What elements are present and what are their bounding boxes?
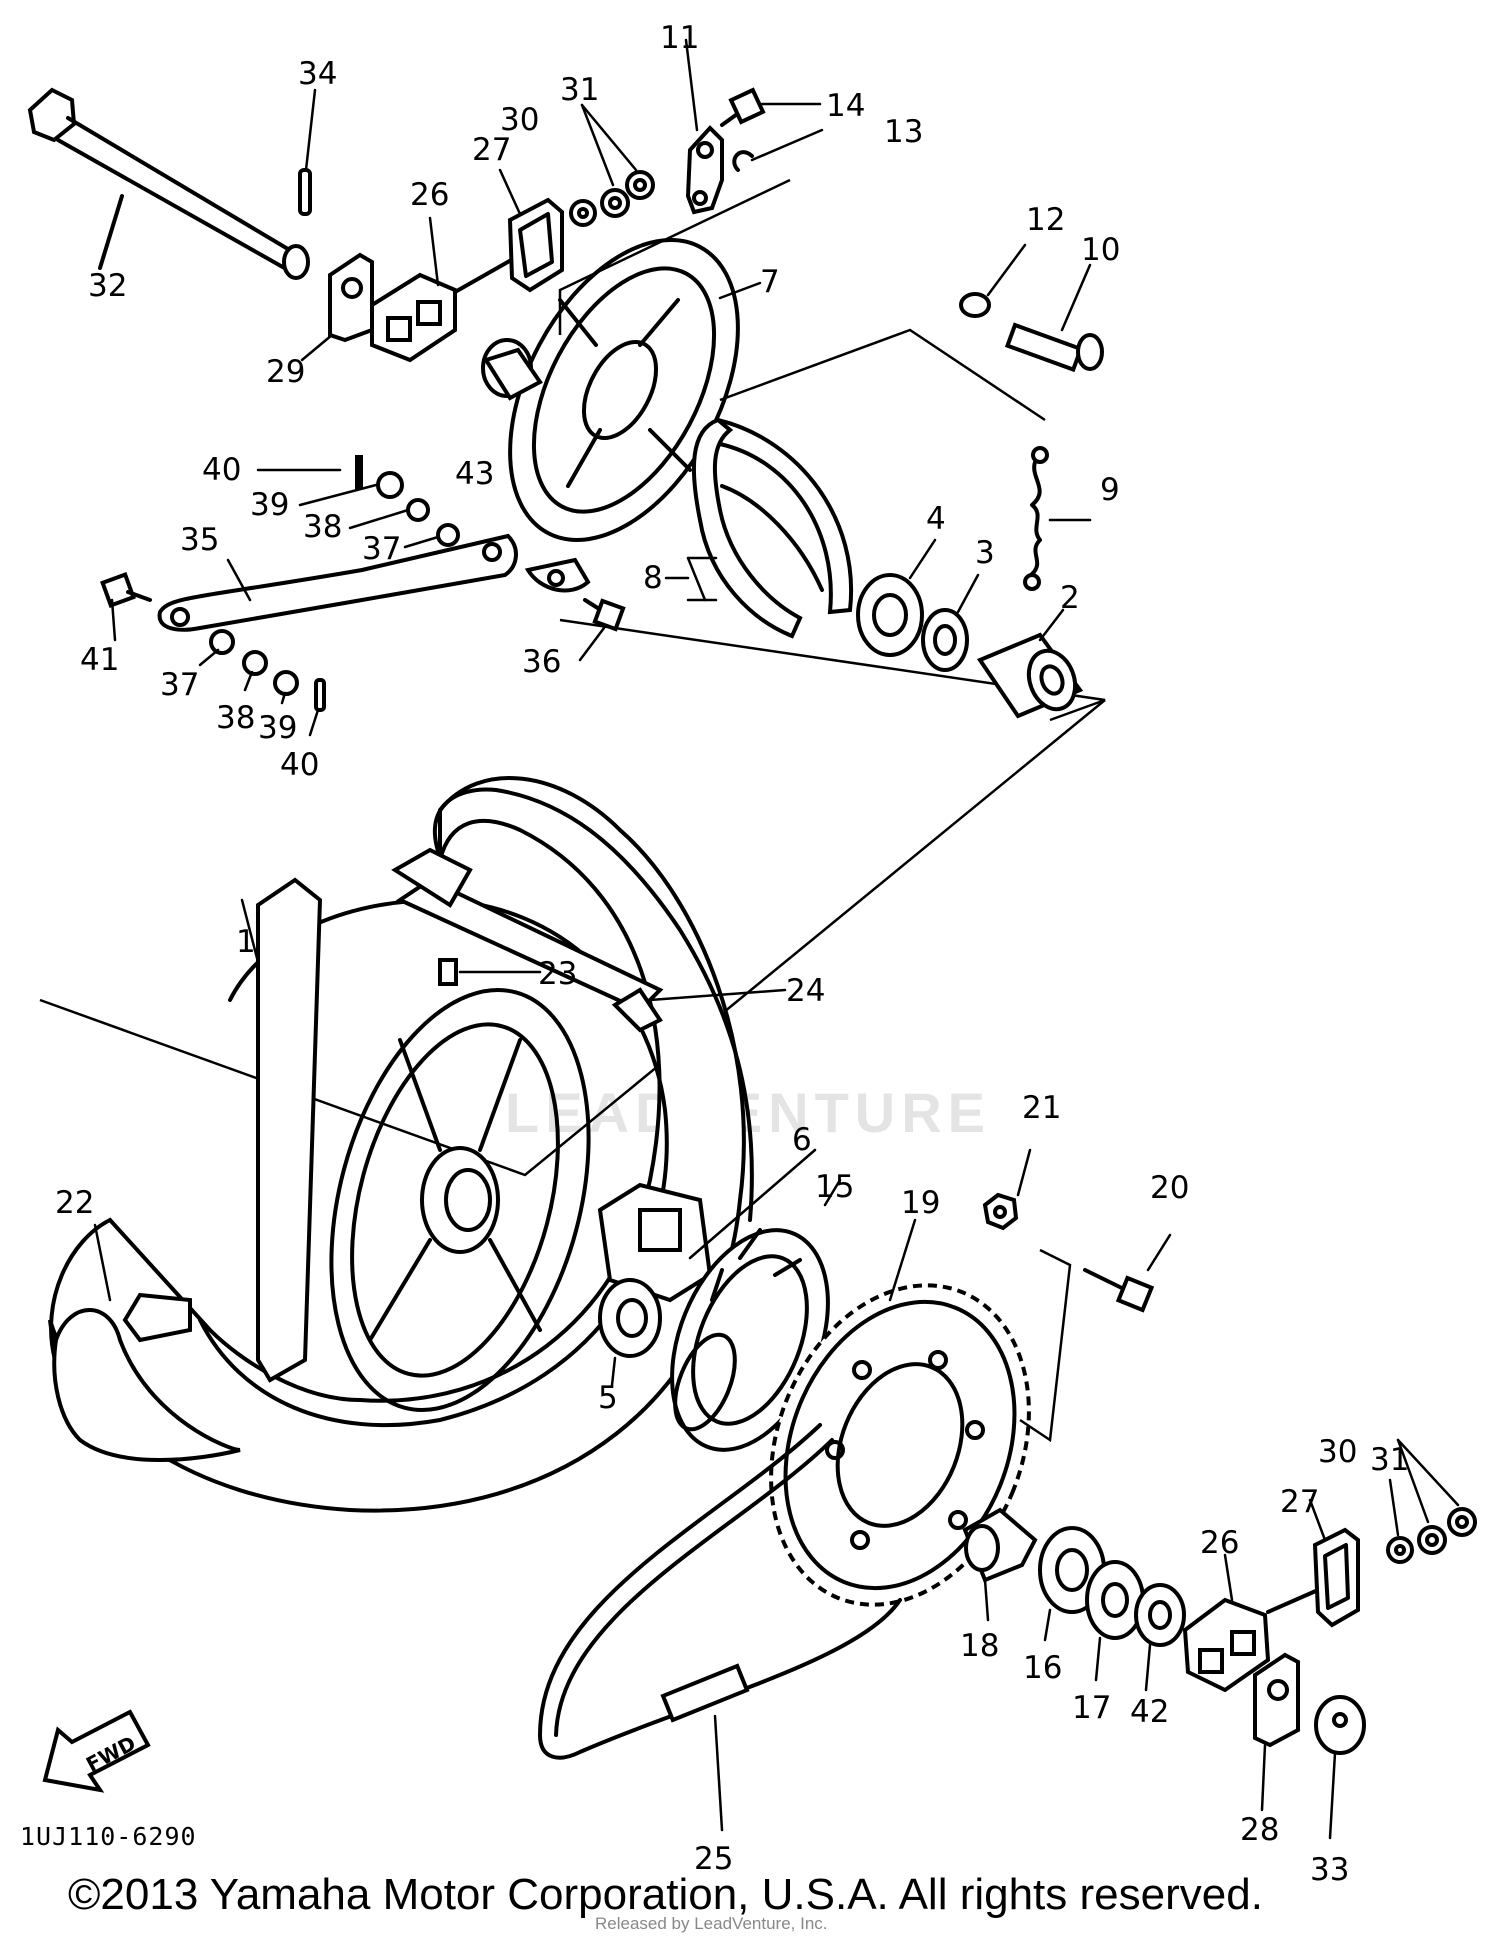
callout-4: 4 [926,501,946,537]
part-bearing-5 [598,1278,662,1387]
part-sprocket-bolt [1083,1233,1172,1313]
callout-39-lower: 39 [258,710,297,746]
callout-26-right: 26 [1200,1525,1239,1561]
callout-38-lower: 38 [216,700,255,736]
callout-12: 12 [1026,202,1065,238]
part-collar-top [976,608,1084,719]
part-brake-shoes [664,417,854,639]
part-brake-shoe-plate [508,238,762,593]
part-washer-nuts-right [1386,1438,1477,1564]
callout-39: 39 [250,487,289,523]
part-drive-chain [538,1423,902,1832]
part-brake-cam [481,338,543,401]
callout-7: 7 [760,264,780,300]
callout-11: 11 [660,20,699,56]
callout-13: 13 [884,114,923,150]
release-note: Released by LeadVenture, Inc. [595,1914,828,1933]
callout-33: 33 [1310,1852,1349,1888]
callout-10: 10 [1081,232,1120,268]
callout-1: 1 [236,924,256,960]
callout-28: 28 [1240,1812,1279,1848]
part-valve-washer [959,243,1104,373]
callout-19: 19 [901,1185,940,1221]
part-camshaft-lever [684,38,824,215]
part-chain-adjuster-right [1182,1553,1320,1693]
part-shoe-spring [1023,446,1092,591]
callout-31-right: 31 [1370,1442,1409,1478]
callout-21: 21 [1022,1090,1061,1126]
callout-30-right: 30 [1318,1434,1357,1470]
part-adjust-plate-right [1253,1652,1300,1812]
callout-43: 43 [455,456,494,492]
callout-6: 6 [792,1122,812,1158]
callout-25: 25 [694,1841,733,1877]
callout-37: 37 [362,531,401,567]
callout-36: 36 [522,644,561,680]
callout-23: 23 [538,956,577,992]
part-washer-nuts-left [569,103,655,227]
callout-40: 40 [202,452,241,488]
part-bolt-36 [578,598,626,662]
callout-8: 8 [643,560,663,596]
part-cap-33 [1314,1695,1366,1840]
callout-18: 18 [960,1628,999,1664]
part-tension-bar [100,455,518,737]
part-cast-wheel-tire [48,775,787,1513]
callout-2: 2 [1060,580,1080,616]
part-adjuster-cap-right [1308,1498,1360,1628]
callout-38: 38 [303,509,342,545]
callout-17: 17 [1072,1690,1111,1726]
callout-22: 22 [55,1185,94,1221]
callout-5: 5 [598,1380,618,1416]
callout-32: 32 [88,268,127,304]
callout-27: 27 [472,132,511,168]
callout-26: 26 [410,177,449,213]
callout-37-lower: 37 [160,667,199,703]
callout-16: 16 [1023,1650,1062,1686]
part-sprocket-nut [982,1148,1032,1231]
fwd-arrow-icon: FWD [42,1709,151,1793]
callout-20: 20 [1150,1170,1189,1206]
callout-3: 3 [975,535,995,571]
callout-31: 31 [560,72,599,108]
part-bearing-top [856,538,937,657]
part-driven-sprocket [769,1218,1031,1607]
callout-24: 24 [786,973,825,1009]
part-collar-42 [1134,1583,1186,1692]
diagram-ref-code: 1UJ110-6290 [20,1822,197,1851]
callout-42: 42 [1130,1694,1169,1730]
part-axle [27,87,310,280]
callout-29: 29 [266,354,305,390]
callout-15: 15 [815,1169,854,1205]
part-cotter-pin-top [298,88,317,216]
part-chain-adjuster-left [370,216,522,363]
copyright-notice: ©2013 Yamaha Motor Corporation, U.S.A. A… [68,1870,1263,1919]
callout-14: 14 [826,88,865,124]
part-adjust-plate-left [300,252,374,362]
part-sprocket-shaft [962,1507,1038,1622]
callout-35: 35 [180,522,219,558]
part-oil-seal-17 [1085,1560,1145,1682]
callout-40-lower: 40 [280,747,319,783]
callout-41: 41 [80,642,119,678]
part-oil-seal-top [921,573,980,672]
callout-34: 34 [298,56,337,92]
callout-27-right: 27 [1280,1484,1319,1520]
part-adjuster-cap-left [498,168,564,293]
callout-30: 30 [500,102,539,138]
callout-9: 9 [1100,472,1120,508]
